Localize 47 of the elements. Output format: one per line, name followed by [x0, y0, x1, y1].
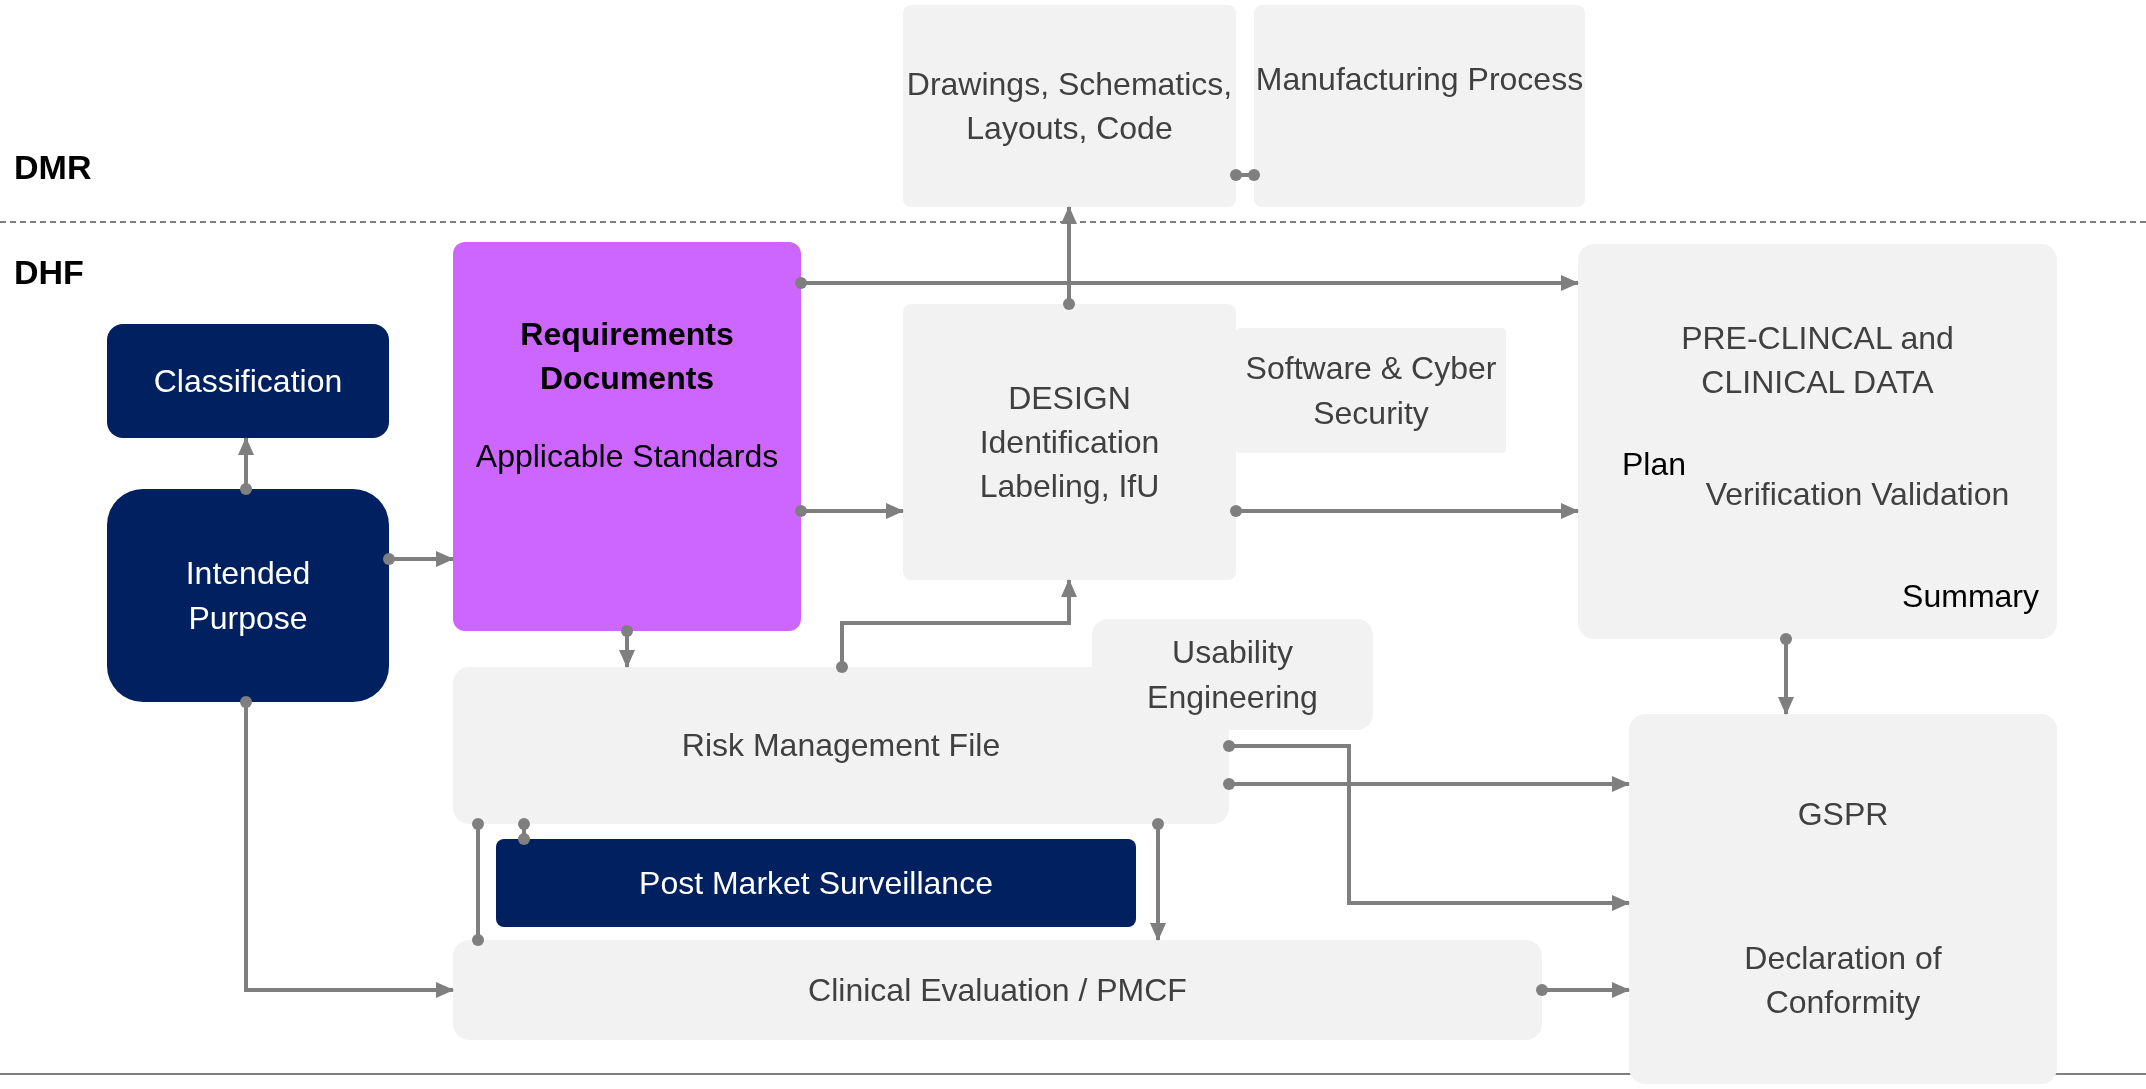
- connector-arrow: [795, 503, 904, 519]
- node-label: Intended Purpose: [184, 554, 312, 638]
- connector-arrow: [1223, 740, 1630, 911]
- connector-arrow: [1230, 503, 1579, 519]
- node-label: DESIGN Identification Labeling, IfU: [978, 378, 1161, 507]
- connector-line: [518, 818, 530, 845]
- node-label: Summary: [1902, 577, 2039, 616]
- process-bar: [453, 940, 1542, 1040]
- node-label: Risk Management File: [681, 726, 1001, 766]
- node-label: Manufacturing Process: [1255, 60, 1584, 99]
- connector-arrow: [238, 437, 254, 495]
- node-label: Software & Cyber Security: [1244, 349, 1498, 433]
- section-label: DMR: [14, 150, 92, 184]
- connector-arrow: [240, 696, 454, 998]
- connector-line: [1230, 169, 1260, 181]
- node-label: Applicable Standards: [475, 437, 779, 477]
- conformity-box: [1629, 714, 2057, 1084]
- connector-arrow: [1150, 818, 1166, 941]
- node-label: GSPR: [1796, 795, 1890, 834]
- node-label: Post Market Surveillance: [639, 863, 993, 903]
- connector-arrow: [1223, 776, 1630, 792]
- node-label: Plan: [1622, 445, 1687, 484]
- node-label: Classification: [153, 361, 343, 401]
- connector-arrow: [836, 579, 1077, 673]
- document-box: [903, 5, 1236, 207]
- node-label: Drawings, Schematics, Layouts, Code: [905, 64, 1234, 148]
- node-label: Requirements Documents: [519, 315, 735, 399]
- connector-arrow: [795, 275, 1579, 291]
- connector-arrow: [1061, 206, 1077, 310]
- node-label: Declaration of Conformity: [1743, 939, 1943, 1023]
- node-label: Clinical Evaluation / PMCF: [808, 970, 1187, 1010]
- requirements-box: [453, 242, 801, 631]
- section-label: DHF: [14, 255, 84, 289]
- process-box: [1254, 5, 1585, 207]
- design-box: [903, 304, 1236, 580]
- node-label: PRE-CLINCAL and CLINICAL DATA: [1680, 319, 1955, 403]
- connector-arrow: [1536, 982, 1630, 998]
- connector-arrow: [383, 551, 454, 567]
- connector-arrow: [619, 625, 635, 668]
- node-label: Verification Validation: [1704, 475, 2011, 514]
- connector-line: [472, 818, 484, 946]
- process-bar: [496, 839, 1136, 927]
- connector-arrow: [1778, 633, 1794, 715]
- node-label: Usability Engineering: [1146, 633, 1319, 717]
- process-box: [107, 489, 389, 702]
- process-box: [107, 324, 389, 438]
- data-box: [1578, 244, 2057, 639]
